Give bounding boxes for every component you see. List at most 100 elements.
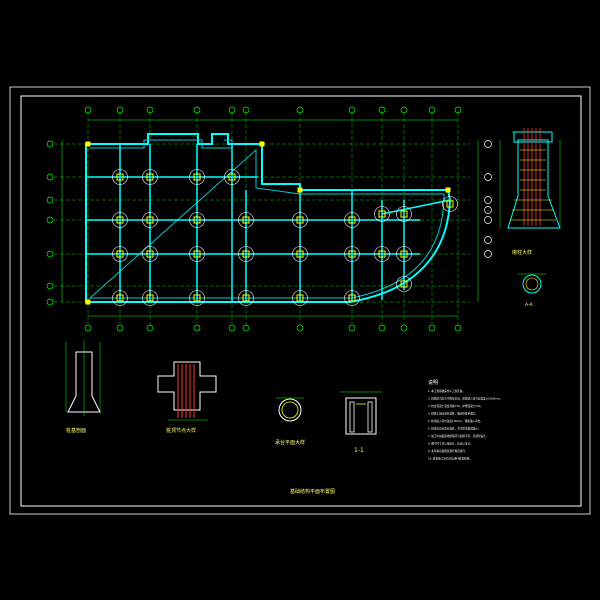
ring-detail-title: 承台平面大样 <box>275 439 305 446</box>
column-square <box>296 216 304 224</box>
design-notes: 说明 1. 本工程基础采用人工挖孔桩。2. 桩端持力层为中风化岩层，桩端进入持力… <box>428 379 502 461</box>
axis-bubble <box>46 298 54 306</box>
pile-ring <box>396 276 412 292</box>
axis-bubble <box>378 106 386 114</box>
tie-beams <box>86 144 451 302</box>
column-square <box>193 294 201 302</box>
axis-bubble <box>84 106 92 114</box>
note-line: 7. 施工中如发现地质情况与勘察不符，应通知设计。 <box>428 434 488 438</box>
pile-ring <box>189 246 205 262</box>
pile-ring <box>189 169 205 185</box>
wall-inner <box>88 139 445 299</box>
pile-ring <box>112 246 128 262</box>
section-aa-label: A-A <box>525 302 534 308</box>
notes-lines: 1. 本工程基础采用人工挖孔桩。 2. 桩端持力层为中风化岩层，桩端进入持力层深度… <box>428 389 502 461</box>
column-square <box>193 250 201 258</box>
axis-bubble <box>228 106 236 114</box>
axis-bubble <box>116 106 124 114</box>
column-square <box>146 294 154 302</box>
axis-bubble <box>484 236 492 244</box>
column-square <box>193 173 201 181</box>
pile-section-detail: 桩基剖面 <box>65 340 101 434</box>
axis-bubble <box>46 196 54 204</box>
axis-bubble <box>46 140 54 148</box>
corner-column <box>85 299 91 305</box>
pile-ring <box>238 290 254 306</box>
axis-bubble <box>484 216 492 224</box>
sheet-border-inner <box>20 95 582 507</box>
pile-ring <box>396 206 412 222</box>
column-square <box>146 216 154 224</box>
axis-bubble <box>378 324 386 332</box>
column-square <box>400 210 408 218</box>
column-square <box>242 294 250 302</box>
column-square <box>378 210 386 218</box>
axis-bubble <box>46 250 54 258</box>
column-square <box>146 250 154 258</box>
ring-plan-detail: 承台平面大样 <box>275 397 305 446</box>
axis-bubble <box>484 173 492 181</box>
column-square <box>146 173 154 181</box>
pile-ring <box>189 290 205 306</box>
column-square <box>296 250 304 258</box>
axis-bubble <box>242 106 250 114</box>
axis-bubble <box>116 324 124 332</box>
pile-caps <box>85 141 458 306</box>
axis-bubble <box>428 106 436 114</box>
axis-bubble <box>348 106 356 114</box>
pile-ring <box>344 212 360 228</box>
note-line: 1. 本工程基础采用人工挖孔桩。 <box>428 389 465 393</box>
pile-ring <box>344 246 360 262</box>
axis-bubble <box>484 196 492 204</box>
column-square <box>400 280 408 288</box>
pile-ring <box>344 290 360 306</box>
column-square <box>228 173 236 181</box>
sheet-border-outer <box>9 86 591 515</box>
axis-bubble <box>348 324 356 332</box>
axis-bubble <box>296 106 304 114</box>
axis-bubble <box>46 282 54 290</box>
axis-bubble <box>228 324 236 332</box>
corner-column <box>85 141 91 147</box>
pile-ring <box>442 196 458 212</box>
pile-ring <box>396 246 412 262</box>
pile-head-title: 桩顶节点大样 <box>166 427 196 434</box>
corner-column <box>445 187 451 193</box>
axis-bubble <box>296 324 304 332</box>
note-line: 5. 桩顶嵌入承台深度100mm，钢筋锚入承台。 <box>428 419 483 423</box>
axis-bubble <box>484 250 492 258</box>
axis-bubble <box>400 324 408 332</box>
pile-ring <box>292 290 308 306</box>
pile-ring <box>374 206 390 222</box>
axis-bubble <box>46 216 54 224</box>
axis-bubble <box>242 324 250 332</box>
pile-ring <box>112 169 128 185</box>
pier-detail: 墩柱大样 A-A <box>499 128 561 308</box>
section-11-detail: 1-1 <box>340 391 382 454</box>
section-11-title: 1-1 <box>354 447 364 454</box>
note-line: 2. 桩端持力层为中风化岩层，桩端进入持力层深度≥1000mm。 <box>428 397 502 401</box>
axis-bubble <box>46 173 54 181</box>
foundation-plan <box>46 106 492 332</box>
pile-ring <box>292 246 308 262</box>
pile-ring <box>238 212 254 228</box>
column-square <box>348 294 356 302</box>
axis-bubbles <box>46 106 492 332</box>
column-square <box>116 250 124 258</box>
note-line: 9. 未尽事宜按国家现行规范执行。 <box>428 449 468 453</box>
note-line: 3. 桩身混凝土强度等级C30，护壁混凝土C20。 <box>428 404 483 408</box>
pile-ring <box>374 246 390 262</box>
pier-detail-title: 墩柱大样 <box>512 249 532 256</box>
pile-ring <box>142 246 158 262</box>
pile-ring <box>142 290 158 306</box>
axis-bubble <box>428 324 436 332</box>
axis-bubble <box>484 140 492 148</box>
note-line: 10. 桩基施工完毕后应进行桩基检测。 <box>428 457 472 461</box>
column-square <box>242 250 250 258</box>
column-square <box>116 173 124 181</box>
corner-column <box>297 187 303 193</box>
column-square <box>296 294 304 302</box>
pile-ring <box>112 212 128 228</box>
wall-outline <box>85 133 452 303</box>
